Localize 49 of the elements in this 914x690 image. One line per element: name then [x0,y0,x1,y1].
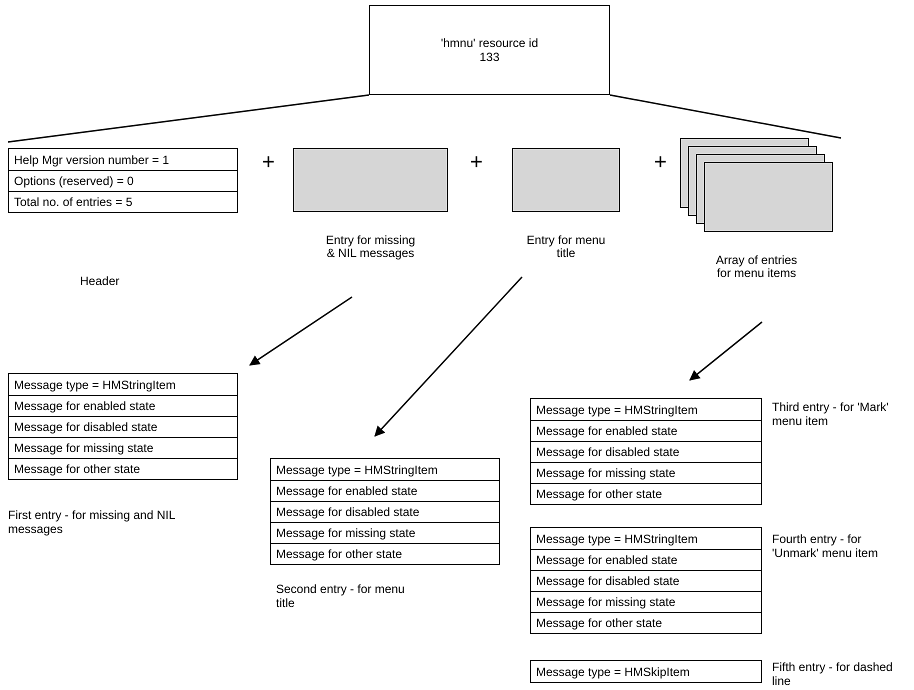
table-cell: Message for disabled state [531,570,761,591]
table-cell: Message for disabled state [9,416,237,437]
table-cell: Total no. of entries = 5 [9,191,237,212]
table-cell-text: Message type = HMSkipItem [535,664,691,680]
table-cell: Message for missing state [531,462,761,483]
record-table [530,527,762,634]
plus-sign: + [262,150,275,174]
table-cell: Message for enabled state [271,480,499,501]
resource-label: 'hmnu' resource id 133 [440,36,540,64]
table-cell: Message for disabled state [271,501,499,522]
plus-sign: + [470,150,483,174]
table-cell-text: Message type = HMStringItem [535,402,699,418]
entry-caption: Second entry - for menu title [276,582,406,610]
table-cell: Message for other state [531,612,761,633]
arrow [249,296,352,366]
entry-caption: Entry for menu title [526,234,606,260]
entry-caption: Array of entries for menu items [714,254,798,280]
section-label: Header [80,274,120,288]
record-table [530,398,762,505]
connector-line [8,94,370,143]
table-cell-text: Message type = HMStringItem [535,530,699,548]
entry-caption: Fifth entry - for dashed line [772,660,894,688]
table-cell: Message for enabled state [531,549,761,570]
table-cell: Message for other state [531,483,761,504]
table-cell: Options (reserved) = 0 [9,170,237,191]
table-cell: Message for enabled state [9,395,237,416]
entry-caption: Third entry - for 'Mark' menu item [772,400,890,428]
table-cell: Message for other state [9,458,237,479]
entry-caption: Fourth entry - for 'Unmark' menu item [772,532,879,560]
table-cell-text: Help Mgr version number = 1 [13,152,170,168]
record-table [8,373,238,480]
table-cell: Message for other state [271,543,499,564]
plus-sign: + [654,150,667,174]
arrow [374,276,523,437]
arrow [689,321,762,381]
resource-box [369,5,610,95]
table-cell: Message for missing state [9,437,237,458]
table-cell: Message for disabled state [531,441,761,462]
entry-caption: First entry - for missing and NIL messages [8,508,176,536]
record-table [8,148,238,213]
record-table [530,660,762,683]
record-table [270,458,500,565]
table-cell: Message for missing state [531,591,761,612]
table-cell-text: Message type = HMStringItem [275,462,439,478]
table-cell: Message for missing state [271,522,499,543]
table-cell: Message for enabled state [531,420,761,441]
connector-line [610,94,842,139]
table-cell-text: Message type = HMStringItem [13,376,177,394]
entry-caption: Entry for missing & NIL messages [324,234,416,260]
